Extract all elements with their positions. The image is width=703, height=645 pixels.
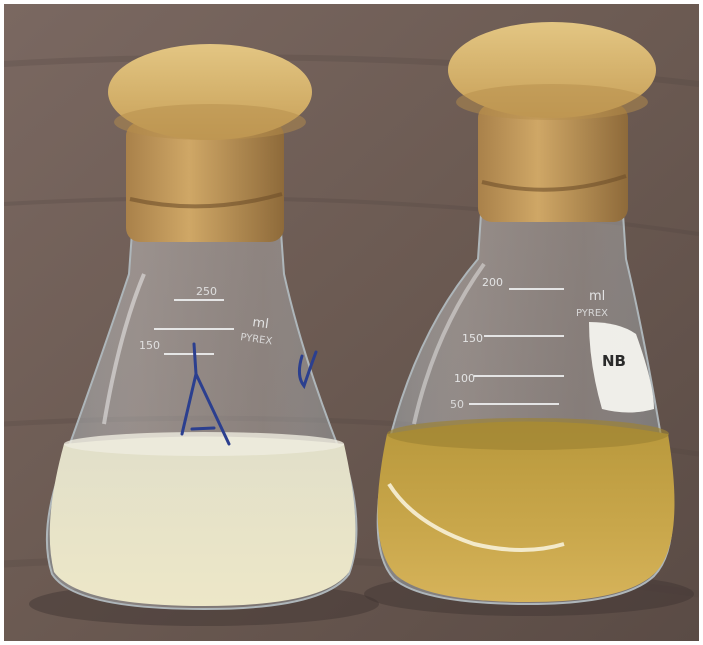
left-graduation-250: 250 — [196, 285, 217, 298]
left-blue-marking — [180, 342, 231, 446]
right-graduation-50: 50 — [450, 398, 464, 411]
right-flask-label-patch — [589, 322, 654, 413]
left-blue-marking-2 — [297, 350, 318, 390]
left-broth-surface — [64, 432, 344, 456]
left-flask: ml PYREX 250 150 — [45, 44, 358, 611]
right-broth-reflection — [387, 482, 565, 552]
right-graduation-150: 150 — [462, 332, 483, 345]
right-flask-label-text: NB — [602, 352, 626, 370]
right-flask: 200 150 100 50 ml PYREX NB — [376, 22, 675, 606]
flasks-photo: ml PYREX 250 150 200 150 100 50 — [4, 4, 699, 641]
right-brand-label: PYREX — [576, 308, 608, 319]
left-graduation-150: 150 — [139, 339, 160, 352]
left-flask-turbid-broth — [49, 436, 356, 606]
right-graduations — [469, 288, 564, 405]
right-flask-clear-broth — [377, 421, 675, 602]
left-stopper-plug — [126, 122, 284, 242]
right-stopper-plug — [478, 104, 628, 222]
right-broth-surface — [387, 418, 669, 450]
left-volume-label: ml — [251, 315, 269, 332]
right-volume-label: ml — [589, 289, 605, 304]
photo-frame: ml PYREX 250 150 200 150 100 50 — [4, 4, 699, 641]
right-graduation-100: 100 — [454, 372, 475, 385]
right-graduation-200: 200 — [482, 276, 503, 289]
left-graduations — [154, 299, 234, 355]
left-brand-label: PYREX — [240, 332, 273, 347]
